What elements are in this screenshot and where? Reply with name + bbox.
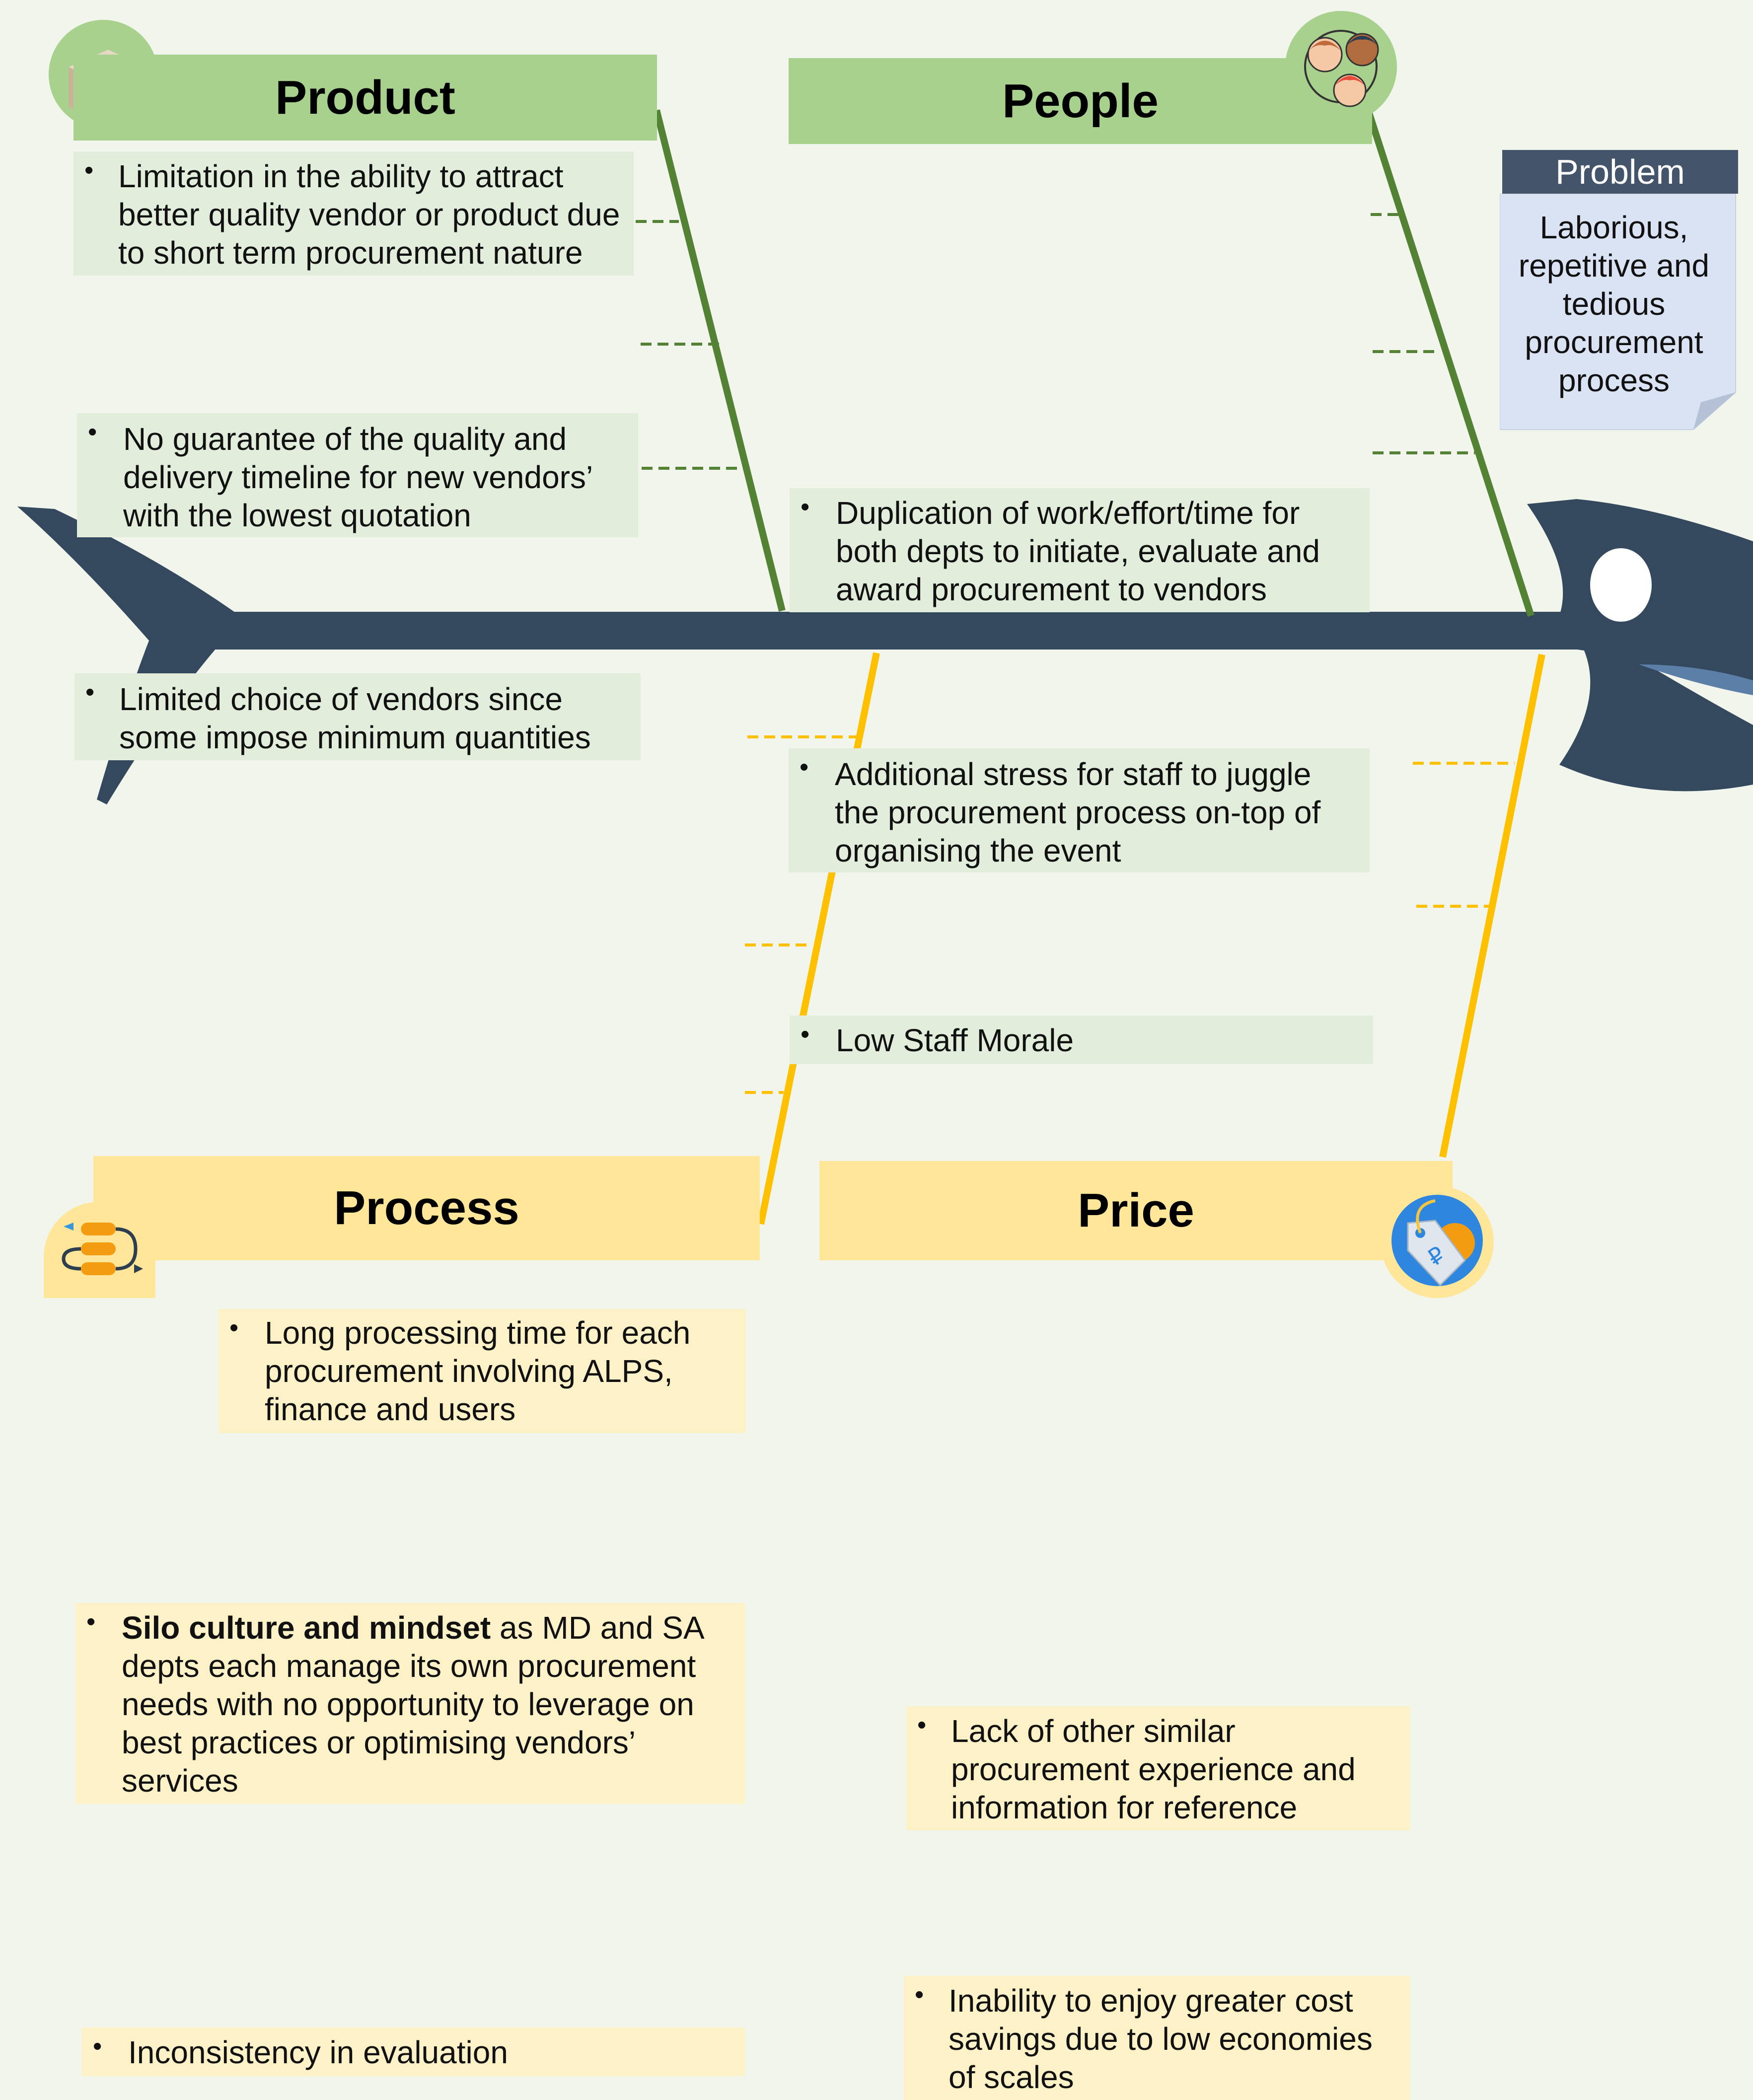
product-item-3: Limited choice of vendors since some imp… <box>74 673 641 760</box>
price-icon-circle: ₽ <box>1381 1186 1494 1298</box>
fishbone-diagram: Z Product Limitation in the ability to a… <box>0 0 1753 1298</box>
people-bone <box>1361 98 1534 617</box>
product-bone <box>653 109 786 612</box>
problem-text: Laborious, repetitive and tedious procur… <box>1518 210 1710 398</box>
people-item-1: Duplication of work/effort/time for both… <box>790 488 1370 612</box>
problem-note-shape <box>1500 194 1736 430</box>
fish-tail <box>17 507 243 804</box>
price-title: Price <box>819 1161 1453 1260</box>
fish-skeleton <box>17 98 1753 1225</box>
problem-header: Problem <box>1502 150 1738 194</box>
process-icon <box>62 1223 143 1275</box>
fish-eye <box>1590 548 1652 622</box>
process-item-2: Silo culture and mindset as MD and SA de… <box>75 1603 745 1804</box>
fish-spine <box>209 612 1589 650</box>
product-title: Product <box>73 55 657 141</box>
people-item-3: Low Staff Morale <box>790 1015 1373 1064</box>
process-icon-circle <box>44 1202 155 1298</box>
process-bone <box>757 652 880 1225</box>
process-title: Process <box>93 1156 760 1260</box>
process-item-3: Inconsistency in evaluation <box>82 2028 745 2076</box>
fish-head <box>1527 499 1753 792</box>
process-item-1: Long processing time for each procuremen… <box>219 1309 746 1433</box>
people-icon-circle <box>1285 11 1397 123</box>
product-item-1: Limitation in the ability to attract bet… <box>73 151 634 276</box>
people-item-2: Additional stress for staff to juggle th… <box>789 748 1370 872</box>
price-item-2: Inability to enjoy greater cost savings … <box>904 1976 1410 2100</box>
price-item-1: Lack of other similar procurement experi… <box>906 1706 1410 1830</box>
people-title: People <box>789 58 1372 144</box>
fish-mouth <box>1639 664 1753 695</box>
product-item-2: No guarantee of the quality and delivery… <box>77 413 638 537</box>
price-bone <box>1439 653 1545 1158</box>
price-tag-icon: ₽ <box>1391 1195 1483 1287</box>
process-item-2-bold: Silo culture and mindset <box>122 1610 491 1646</box>
people-icon <box>1304 30 1379 107</box>
